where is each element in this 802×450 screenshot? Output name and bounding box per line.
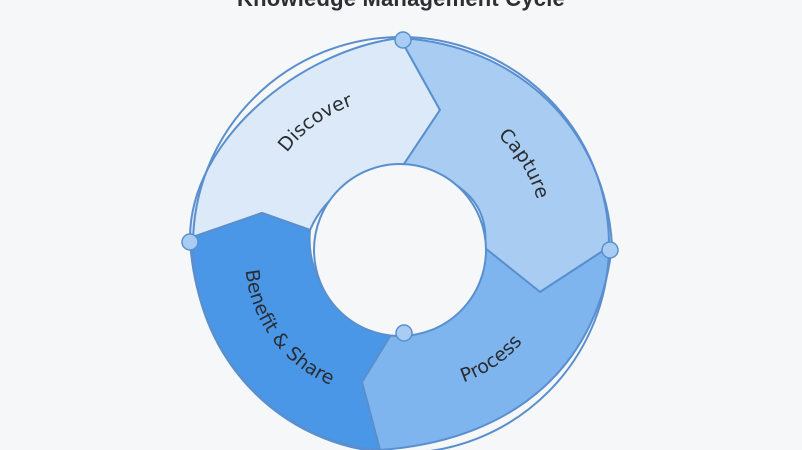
connector-nub-top [394,31,412,49]
inner-hole [313,163,487,337]
diagram-title: Knowledge Management Cycle [0,0,802,12]
connector-nub-left [181,233,199,251]
connector-nub-bottom [395,324,413,342]
connector-nub-right [601,241,619,259]
